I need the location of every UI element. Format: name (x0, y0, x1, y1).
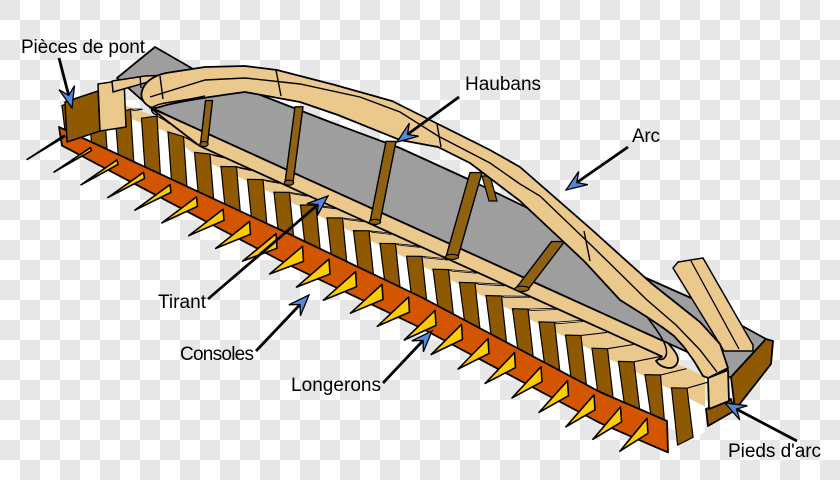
svg-text:Haubans: Haubans (465, 74, 541, 95)
svg-text:Pièces de pont: Pièces de pont (21, 37, 146, 58)
svg-text:Pieds d'arc: Pieds d'arc (728, 441, 821, 462)
svg-text:Arc: Arc (632, 126, 660, 147)
svg-text:Consoles: Consoles (180, 344, 254, 365)
svg-text:Longerons: Longerons (291, 375, 381, 396)
svg-text:Tirant: Tirant (158, 292, 207, 313)
